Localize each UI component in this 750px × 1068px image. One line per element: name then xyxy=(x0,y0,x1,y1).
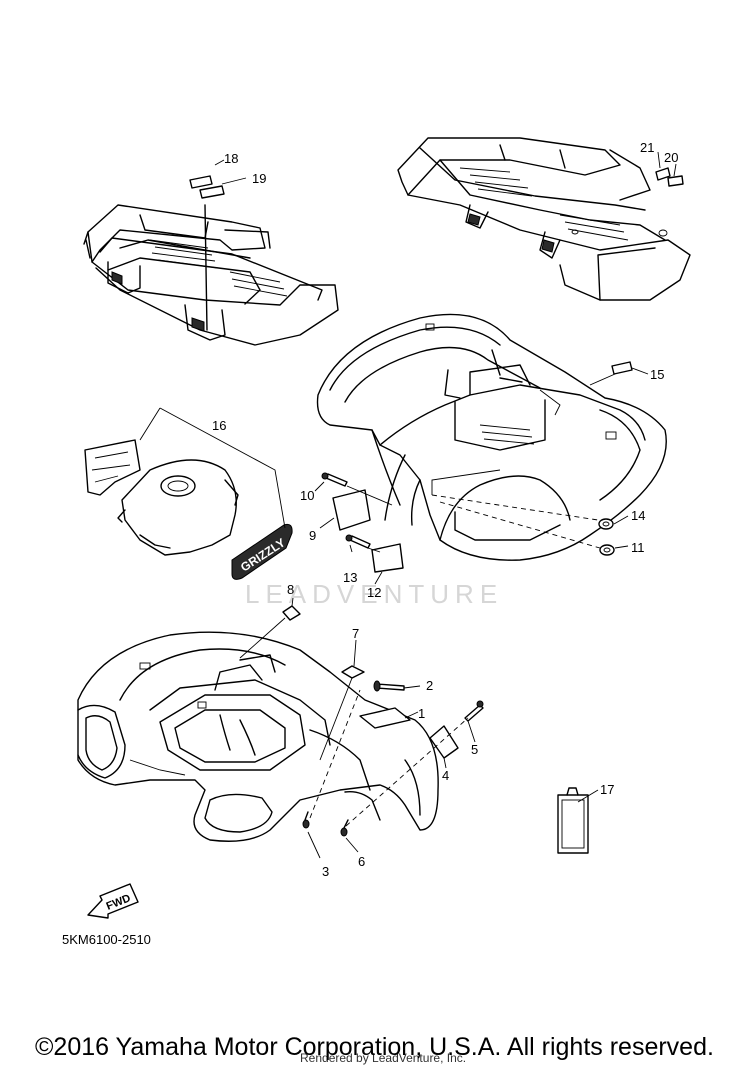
decal-19 xyxy=(199,185,225,199)
rendered-by: Rendered by LeadVenture, Inc. xyxy=(300,1051,466,1065)
screw-13 xyxy=(345,534,371,549)
screw-5 xyxy=(464,700,484,722)
callout-13: 13 xyxy=(343,570,357,585)
decal-18 xyxy=(189,175,213,189)
plate-8 xyxy=(282,605,301,621)
plate-1 xyxy=(359,707,411,729)
washer-14 xyxy=(598,518,614,530)
callout-19: 19 xyxy=(252,171,266,186)
decal-20 xyxy=(667,175,684,187)
screw-3 xyxy=(302,811,310,829)
grizzly-badge: GRIZZLY xyxy=(231,523,293,580)
callout-16: 16 xyxy=(212,418,226,433)
callout-4: 4 xyxy=(442,768,449,783)
screw-2 xyxy=(373,680,405,692)
callout-7: 7 xyxy=(352,626,359,641)
callout-11: 11 xyxy=(631,540,645,555)
callout-1: 1 xyxy=(418,706,425,721)
plate-7 xyxy=(341,665,365,679)
front-carrier xyxy=(397,137,691,301)
plate-9 xyxy=(332,489,371,531)
callout-15: 15 xyxy=(650,367,664,382)
part-code: 5KM6100-2510 xyxy=(62,932,151,947)
rear-carrier xyxy=(83,204,339,346)
callout-9: 9 xyxy=(309,528,316,543)
callout-6: 6 xyxy=(358,854,365,869)
screw-10 xyxy=(321,472,348,487)
plate-12 xyxy=(371,543,404,573)
rear-fender xyxy=(316,313,667,561)
decal-15 xyxy=(611,361,633,375)
plate-4 xyxy=(429,725,459,759)
callout-2: 2 xyxy=(426,678,433,693)
washer-11 xyxy=(599,544,615,556)
callout-8: 8 xyxy=(287,582,294,597)
callout-12: 12 xyxy=(367,585,381,600)
callout-14: 14 xyxy=(631,508,645,523)
watermark: LEADVENTURE xyxy=(245,579,503,609)
callout-5: 5 xyxy=(471,742,478,757)
callout-3: 3 xyxy=(322,864,329,879)
callout-20: 20 xyxy=(664,150,678,165)
callout-17: 17 xyxy=(600,782,614,797)
decal-21 xyxy=(655,167,671,181)
label-sheet-17 xyxy=(557,787,589,854)
callout-18: 18 xyxy=(224,151,238,166)
fwd-arrow: FWD xyxy=(87,883,139,919)
inner-flap-cover xyxy=(117,459,239,556)
copyright-notice: ©2016 Yamaha Motor Corporation, U.S.A. A… xyxy=(35,1033,714,1061)
front-fender xyxy=(77,631,439,842)
screw-6 xyxy=(340,819,349,837)
callout-10: 10 xyxy=(300,488,314,503)
callout-21: 21 xyxy=(640,140,654,155)
seal-sheet xyxy=(84,439,141,496)
